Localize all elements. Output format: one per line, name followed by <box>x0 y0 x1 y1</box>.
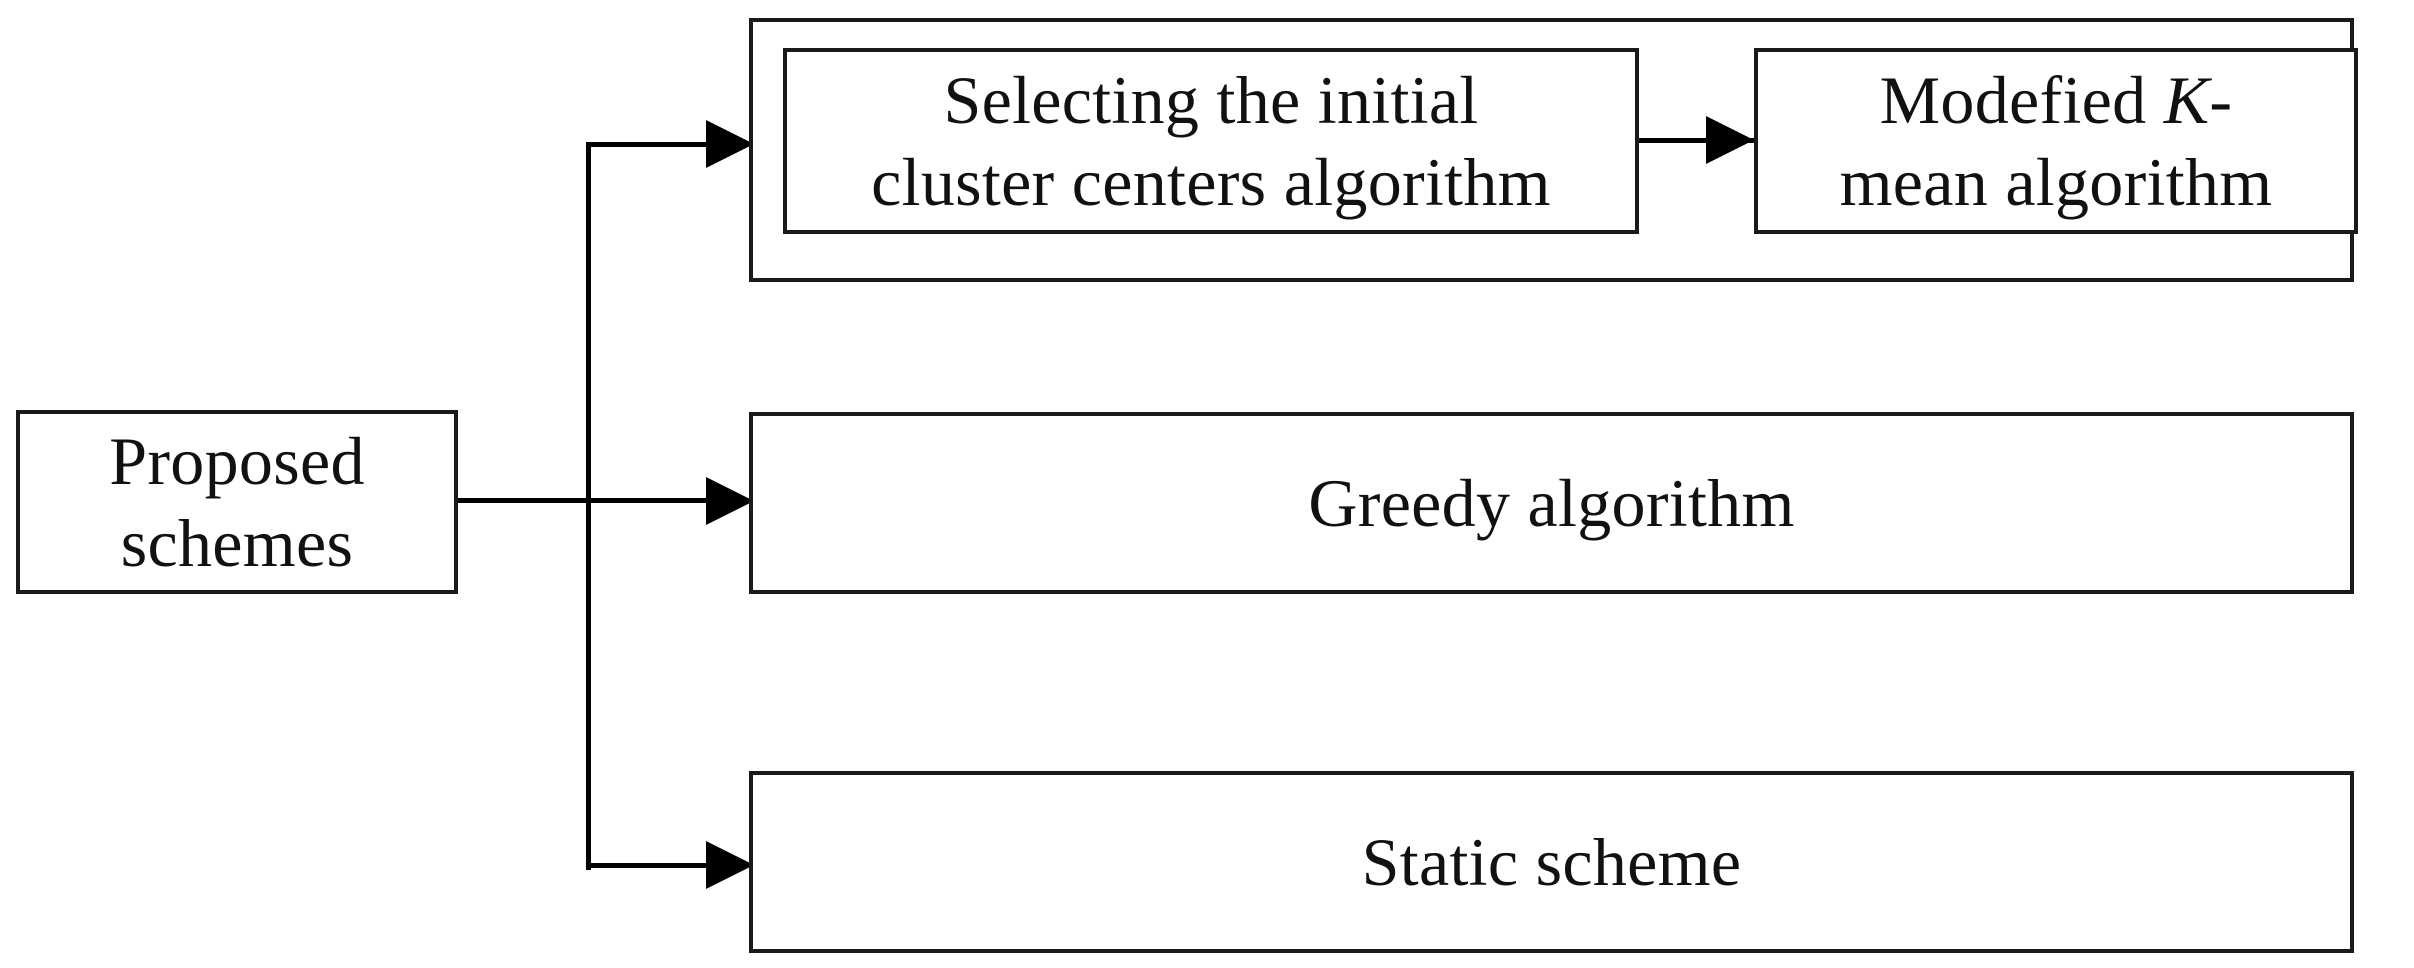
static-scheme-label: Static scheme <box>1361 824 1742 900</box>
modified-kmean-label: Modefied K- mean algorithm <box>1754 48 2358 234</box>
proposed-schemes-label: Proposed schemes <box>16 410 458 594</box>
selecting-initial-centers-label: Selecting the initial cluster centers al… <box>783 48 1639 234</box>
connector-vertical-trunk <box>586 142 591 870</box>
connector-branch-bottom <box>586 863 722 868</box>
greedy-algorithm-label: Greedy algorithm <box>1308 465 1795 541</box>
arrowhead-to-greedy <box>706 477 754 525</box>
connector-branch-top <box>586 142 722 147</box>
static-scheme-box <box>749 771 2354 953</box>
selecting-line1: Selecting the initial <box>943 62 1479 138</box>
proposed-schemes-box <box>16 410 458 594</box>
kmean-line1-suffix: - <box>2209 62 2233 138</box>
proposed-schemes-line1: Proposed <box>109 423 365 499</box>
modified-kmean-box <box>1754 48 2358 234</box>
kmean-k-variable: K <box>2163 62 2210 138</box>
arrowhead-to-group <box>706 120 754 168</box>
kmean-line1: Modefied K- <box>1880 59 2233 141</box>
selecting-line2: cluster centers algorithm <box>871 144 1551 220</box>
greedy-algorithm-box <box>749 412 2354 594</box>
kmean-line1-prefix: Modefied <box>1879 62 2164 138</box>
arrowhead-to-kmean <box>1706 116 1754 164</box>
arrowhead-to-static <box>706 841 754 889</box>
connector-inner <box>1639 138 1759 143</box>
proposed-schemes-line2: schemes <box>120 505 354 581</box>
selecting-initial-centers-box <box>783 48 1639 234</box>
kmean-line2: mean algorithm <box>1839 144 2273 220</box>
